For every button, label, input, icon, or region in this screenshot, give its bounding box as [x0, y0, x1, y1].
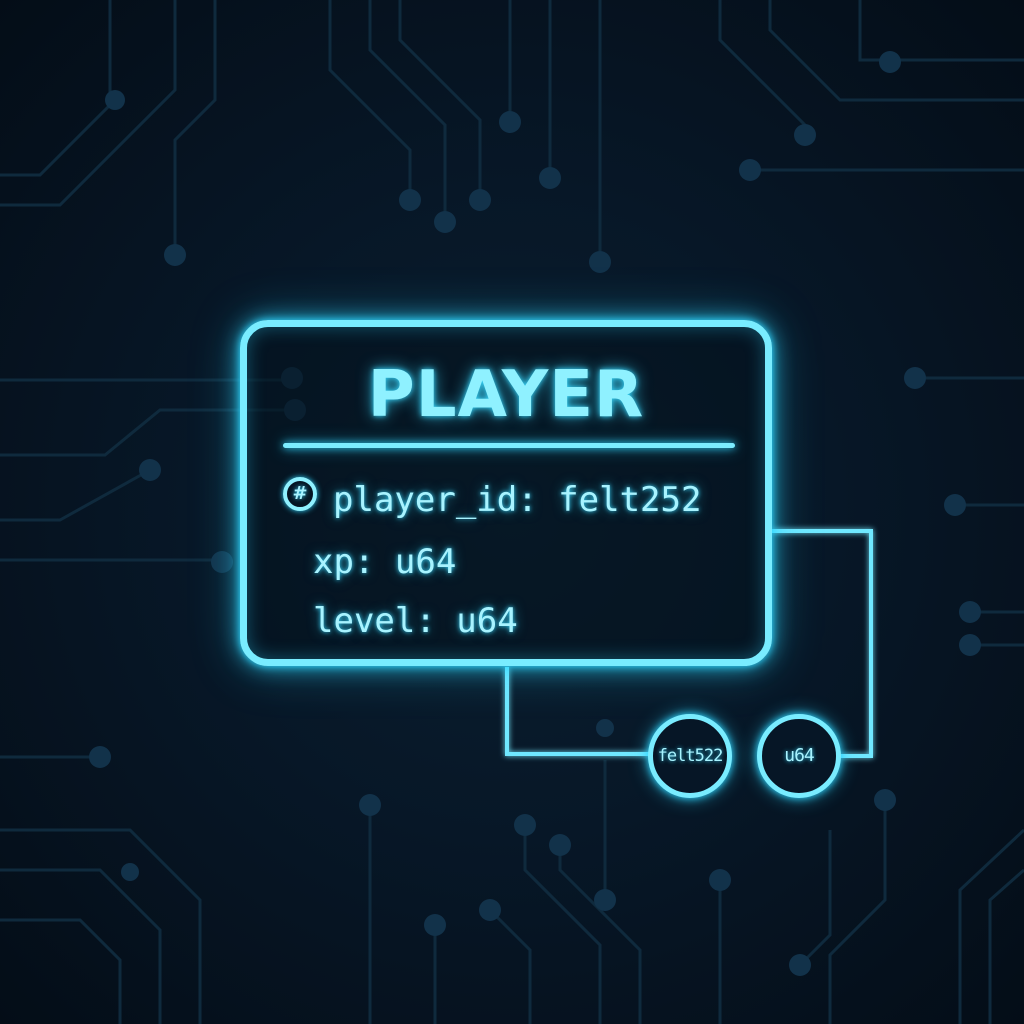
hash-key-icon: # — [283, 477, 317, 511]
connector-line-felt — [505, 667, 652, 756]
connector-line-u64 — [772, 529, 873, 758]
player-entity-card[interactable]: PLAYER # player_id: felt252 xp: u64 leve… — [240, 320, 772, 666]
field-xp: xp: u64 — [313, 542, 457, 582]
entity-title: PLAYER — [367, 358, 645, 432]
field-player-id: player_id: felt252 — [333, 480, 702, 520]
type-node-u64[interactable]: u64 — [757, 714, 841, 798]
type-node-felt[interactable]: felt522 — [648, 714, 732, 798]
title-divider — [283, 443, 735, 448]
field-level: level: u64 — [313, 601, 518, 641]
